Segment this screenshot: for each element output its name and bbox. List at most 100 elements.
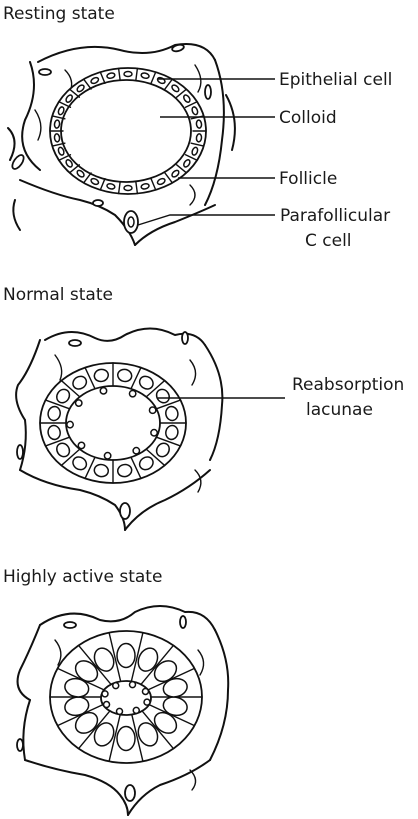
active-epithelial-cell-nucleus [116, 725, 136, 752]
normal-epithelial-cell-nucleus [165, 405, 179, 422]
normal-epithelial-cell-nucleus [56, 388, 71, 404]
normal-epithelial-cell-wall [44, 436, 71, 447]
normal-epithelial-cell-nucleus [116, 463, 133, 478]
resting-epithelial-cell-nucleus [140, 72, 150, 80]
resting-epithelial-cell-wall [58, 154, 72, 161]
resting-epithelial-cell-nucleus [171, 84, 180, 93]
normal-epithelial-cell-nucleus [138, 375, 154, 390]
normal-epithelial-cell-wall [44, 399, 71, 410]
normal-epithelial-cell-wall [130, 366, 142, 390]
normal-epithelial-cell-nucleus [93, 463, 110, 478]
active-epithelial-cell-wall [130, 631, 144, 682]
resting-epithelial-cell-nucleus [183, 94, 191, 103]
stroma-normal [15, 327, 224, 531]
active-epithelial-cell-wall [108, 631, 122, 682]
active-epithelial-cell-nucleus [93, 722, 115, 747]
active-epithelial-cell-nucleus [74, 711, 99, 734]
active-epithelial-cell-nucleus [162, 677, 188, 698]
normal-epithelial-cell-wall [84, 456, 96, 480]
leaders-resting [137, 78, 275, 226]
reabsorption-lacuna [132, 446, 141, 455]
parafollicular-c-cell [123, 210, 139, 234]
resting-epithelial-cell-wall [68, 164, 81, 174]
resting-epithelial-cell-wall [135, 180, 139, 195]
active-lacuna [143, 698, 151, 706]
active-epithelial-cell-wall [147, 703, 196, 727]
reabsorption-lacuna [103, 451, 112, 460]
resting-epithelial-cell-nucleus [65, 94, 73, 103]
label-lacunae: lacunae [306, 400, 373, 420]
resting-epithelial-cell-nucleus [171, 169, 180, 178]
normal-epithelial-cell-wall [60, 379, 81, 398]
resting-epithelial-cell-nucleus [90, 76, 100, 85]
normal-epithelial-cell-nucleus [116, 368, 133, 383]
resting-epithelial-cell-nucleus [123, 184, 133, 192]
active-lacuna [115, 707, 124, 716]
resting-epithelial-cell-nucleus [195, 133, 203, 143]
reabsorption-lacuna [66, 420, 75, 429]
active-epithelial-cell-wall [108, 712, 122, 763]
label-reabsorption: Reabsorption [292, 375, 404, 395]
resting-epithelial-cell-wall [51, 142, 66, 147]
resting-epithelial-cell-nucleus [156, 177, 166, 186]
resting-epithelial-cell-nucleus [57, 106, 65, 116]
active-epithelial-cell-nucleus [137, 722, 159, 747]
reabsorption-lacuna [150, 428, 159, 437]
active-epithelial-cell-nucleus [93, 647, 115, 672]
reabsorption-lacuna [77, 441, 86, 450]
active-lacuna [141, 687, 150, 696]
label-follicle: Follicle [279, 169, 337, 189]
panel-title-highly-active: Highly active state [3, 567, 162, 587]
resting-epithelial-cell-nucleus [76, 84, 85, 93]
normal-epithelial-cell-nucleus [138, 456, 154, 471]
active-epithelial-cell-nucleus [64, 677, 90, 698]
resting-epithelial-cell-wall [99, 71, 106, 85]
resting-epithelial-cell-wall [175, 164, 188, 174]
stroma-active [16, 605, 230, 816]
normal-epithelial-cell-nucleus [47, 405, 61, 422]
resting-epithelial-cell-wall [58, 101, 72, 108]
active-epithelial-cell-nucleus [74, 660, 99, 683]
resting-epithelial-cell-wall [51, 115, 66, 120]
normal-epithelial-cell-nucleus [72, 375, 88, 390]
reabsorption-lacuna [128, 389, 137, 398]
resting-epithelial-cell-nucleus [90, 177, 100, 186]
normal-epithelial-cell-wall [155, 436, 182, 447]
label-c-cell: C cell [305, 231, 352, 251]
panel-title-resting: Resting state [3, 4, 115, 24]
normal-epithelial-cell-nucleus [155, 442, 170, 458]
resting-epithelial-cell-wall [99, 177, 106, 191]
normal-epithelial-cell-nucleus [47, 424, 61, 441]
normal-epithelial-cell-wall [60, 448, 81, 467]
normal-epithelial-cell-wall [145, 379, 166, 398]
resting-epithelial-cell-wall [117, 180, 121, 195]
normal-epithelial-cell-wall [130, 456, 142, 480]
colloid-active [100, 680, 152, 716]
resting-epithelial-cell-nucleus [65, 159, 73, 168]
colloid-resting [60, 79, 192, 183]
resting-epithelial-cell-wall [175, 88, 188, 98]
resting-epithelial-cell-nucleus [191, 106, 199, 116]
active-epithelial-cell-nucleus [162, 696, 188, 717]
resting-epithelial-cell-wall [150, 71, 157, 85]
active-epithelial-cell-wall [140, 709, 175, 750]
active-lacuna [102, 700, 111, 709]
resting-epithelial-cell-wall [164, 172, 174, 184]
active-epithelial-cell-nucleus [153, 660, 178, 683]
normal-epithelial-cell-wall [145, 448, 166, 467]
resting-epithelial-cell-wall [184, 101, 198, 108]
resting-epithelial-cell-nucleus [57, 146, 65, 156]
reabsorption-lacuna [99, 386, 108, 395]
resting-epithelial-cell-wall [184, 154, 198, 161]
active-epithelial-cell-wall [77, 709, 112, 750]
normal-epithelial-cell-nucleus [155, 388, 170, 404]
leader-parafollicular [137, 214, 275, 226]
reabsorption-lacuna [148, 406, 157, 415]
reabsorption-lacuna [74, 399, 83, 408]
active-lacuna [101, 690, 109, 698]
active-lacuna [128, 680, 137, 689]
resting-epithelial-cell-wall [117, 67, 121, 82]
active-epithelial-cell-wall [140, 644, 175, 685]
